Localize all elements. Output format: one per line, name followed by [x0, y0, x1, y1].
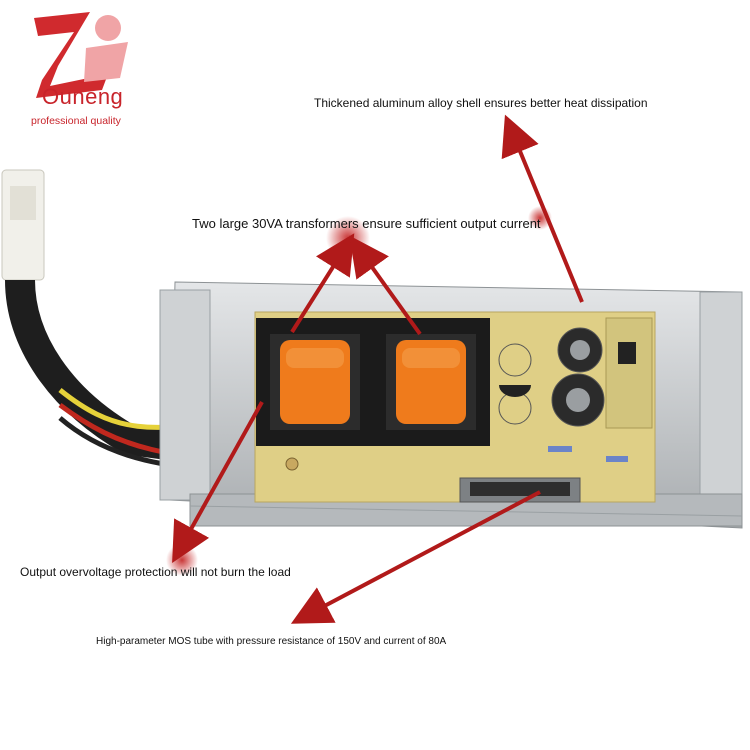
callout-protection: Output overvoltage protection will not b… — [20, 565, 291, 579]
side-module-board — [605, 317, 653, 429]
brand-logo-icon — [34, 12, 128, 98]
arrows — [172, 114, 584, 624]
callout-mos: High-parameter MOS tube with pressure re… — [96, 636, 447, 647]
arrow-mos — [290, 490, 541, 624]
brand-tagline: professional quality — [31, 115, 121, 127]
transformer-left — [256, 318, 374, 446]
arrow-transformer-right — [349, 235, 422, 336]
cable-black — [5, 279, 192, 463]
callout-shell: Thickened aluminum alloy shell ensures b… — [314, 96, 648, 110]
connector-plug — [1, 169, 45, 281]
callout-transformers: Two large 30VA transformers ensure suffi… — [192, 216, 541, 231]
arrow-protection — [172, 401, 264, 563]
mos-tube — [459, 477, 581, 503]
transformer-right — [372, 318, 490, 446]
arrow-shell — [501, 114, 584, 303]
brand-name: Ouneng — [42, 84, 124, 109]
arrow-transformer-left — [290, 233, 355, 334]
